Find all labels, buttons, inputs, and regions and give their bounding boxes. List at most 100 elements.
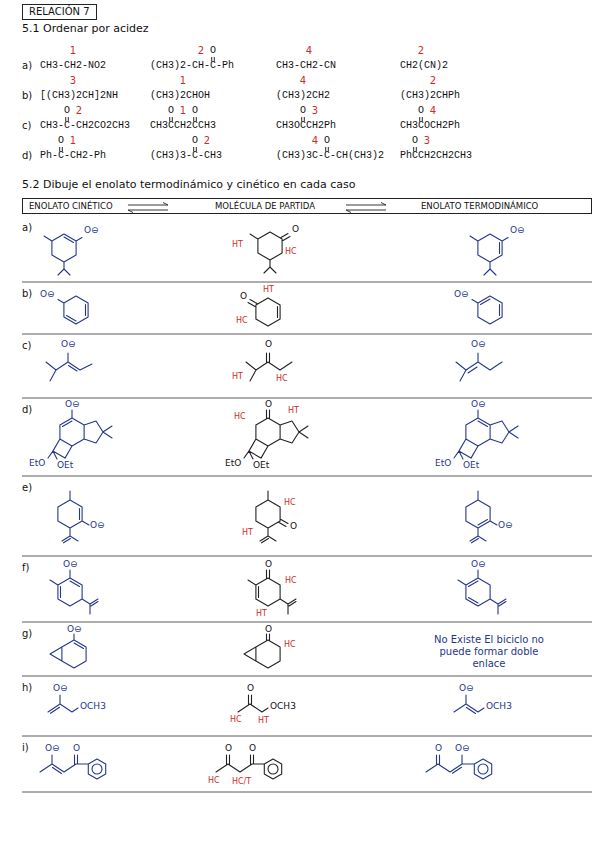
enolate-label: OCH3 xyxy=(80,701,106,712)
column-heading: MOLÉCULA DE PARTIDA xyxy=(215,201,315,211)
enolate-skeleton xyxy=(456,353,502,381)
enolate-label: O⊖ xyxy=(65,399,80,410)
row-letter: b) xyxy=(22,90,32,102)
row-letter: a) xyxy=(22,60,32,72)
header-band: ENOLATO CINÉTICO MOLÉCULA DE PARTIDA ENOLA… xyxy=(22,198,592,214)
structures xyxy=(40,232,518,779)
acidity-rank: 4 xyxy=(430,105,436,117)
enolate-label: OEt xyxy=(463,460,479,471)
equilibrium-arrow xyxy=(128,203,168,213)
hydrogen-label: HT xyxy=(256,609,267,619)
enolate-label: O⊖ xyxy=(40,289,55,300)
enolate-label: O⊖ xyxy=(455,743,470,754)
row-letter: c) xyxy=(22,120,31,132)
hydrogen-label: HC xyxy=(276,374,288,384)
carbonyl-oxygen: O xyxy=(192,105,198,117)
enolate-skeleton xyxy=(426,755,492,779)
title-text: RELACIÓN 7 xyxy=(29,6,90,18)
enolate-skeleton xyxy=(454,695,484,714)
hydrogen-label: HC xyxy=(284,640,296,650)
enolate-label: O⊖ xyxy=(63,559,78,570)
row-letter: e) xyxy=(22,482,32,494)
enolate-skeleton xyxy=(472,296,502,324)
molecule-skeleton xyxy=(244,634,280,668)
atom-label: OEt xyxy=(253,460,269,471)
acidity-rank: 2 xyxy=(204,135,210,147)
enolate-skeleton xyxy=(470,234,508,275)
carbonyl-oxygen: O xyxy=(324,135,330,147)
enolate-label: EtO xyxy=(435,458,451,469)
molecule-skeleton xyxy=(248,298,280,326)
enolate-label: O⊖ xyxy=(45,743,60,754)
enolate-label: O⊖ xyxy=(471,559,486,570)
carbonyl-oxygen: O xyxy=(412,135,418,147)
chemical-formula: (CH3)3C-C-CH(CH3)2 xyxy=(276,150,384,162)
molecule-skeleton xyxy=(216,755,282,779)
row-letter: a) xyxy=(22,222,32,234)
atom-label: O xyxy=(249,743,256,754)
row-letter: d) xyxy=(22,404,32,416)
atom-label: O xyxy=(225,743,232,754)
carbonyl-oxygen: O xyxy=(418,105,424,117)
row-letter: i) xyxy=(22,742,29,754)
enolate-label: O⊖ xyxy=(67,624,82,635)
enolate-label: O⊖ xyxy=(454,289,469,300)
column-heading: ENOLATO TERMODINÁMICO xyxy=(421,201,538,211)
hydrogen-label: HT xyxy=(263,285,274,295)
section-heading: 5.2 Dibuje el enolato termodinámico y ci… xyxy=(22,178,356,191)
enolate-skeleton xyxy=(58,296,88,324)
acidity-rank: 2 xyxy=(418,45,424,57)
hydrogen-label: HT xyxy=(258,716,269,726)
chemical-formula: CH2(CN)2 xyxy=(400,60,448,72)
enolate-skeleton xyxy=(50,570,98,614)
acidity-rank: 1 xyxy=(70,45,76,57)
hydrogen-label: HC xyxy=(234,412,246,422)
chemical-formula: CH3-CH2-CN xyxy=(276,60,336,72)
acidity-rank: 3 xyxy=(424,135,430,147)
chemical-formula: CH3-CH2-NO2 xyxy=(40,60,106,72)
atom-label: O xyxy=(265,339,272,350)
atom-label: OCH3 xyxy=(270,701,296,712)
chemical-formula: CH3OCCH2Ph xyxy=(276,120,336,132)
row-letter: h) xyxy=(22,682,32,694)
molecule-skeleton xyxy=(244,410,308,459)
hydrogen-label: HC xyxy=(285,247,297,257)
enolate-label: O xyxy=(435,743,442,754)
hydrogen-label: HC xyxy=(208,776,220,786)
hydrogen-label: HC xyxy=(236,316,248,326)
enolate-label: O⊖ xyxy=(471,399,486,410)
enolate-label: O⊖ xyxy=(53,683,68,694)
acidity-rank: 4 xyxy=(300,75,306,87)
enolate-label: O⊖ xyxy=(90,520,105,531)
atom-label: O xyxy=(292,224,299,235)
acidity-rank: 2 xyxy=(198,45,204,57)
acidity-rank: 4 xyxy=(306,45,312,57)
chemical-formula: (CH3)3-C-CH3 xyxy=(150,150,222,162)
atom-label: O xyxy=(240,291,247,302)
note-text: No Existe El biciclo no puede formar dob… xyxy=(430,634,548,670)
acidity-rank: 2 xyxy=(76,105,82,117)
chemical-formula: (CH3)2CH2 xyxy=(276,90,330,102)
enolate-skeleton xyxy=(46,353,92,381)
carbonyl-bonds xyxy=(60,57,423,152)
enolate-label: O⊖ xyxy=(498,520,513,531)
acidity-rank: 4 xyxy=(312,135,318,147)
enolate-label: O xyxy=(73,743,80,754)
chemical-formula: PhCCH2CH2CH3 xyxy=(400,150,472,162)
molecule-skeleton xyxy=(250,232,290,273)
column-heading: ENOLATO CINÉTICO xyxy=(29,201,113,211)
row-rule xyxy=(22,282,592,792)
atom-label: O xyxy=(265,624,272,635)
enolate-skeleton xyxy=(44,234,82,275)
acidity-rank: 3 xyxy=(70,75,76,87)
atom-label: O xyxy=(265,399,272,410)
atom-label: EtO xyxy=(225,458,241,469)
hydrogen-label: HT xyxy=(232,372,243,382)
section-heading: 5.1 Ordenar por acidez xyxy=(22,22,149,35)
chemical-formula: (CH3)2CHOH xyxy=(150,90,210,102)
equilibrium-arrow xyxy=(346,203,386,213)
carbonyl-oxygen: O xyxy=(192,135,198,147)
hydrogen-label: HC xyxy=(230,715,242,725)
hydrogen-label: HC xyxy=(285,576,297,586)
